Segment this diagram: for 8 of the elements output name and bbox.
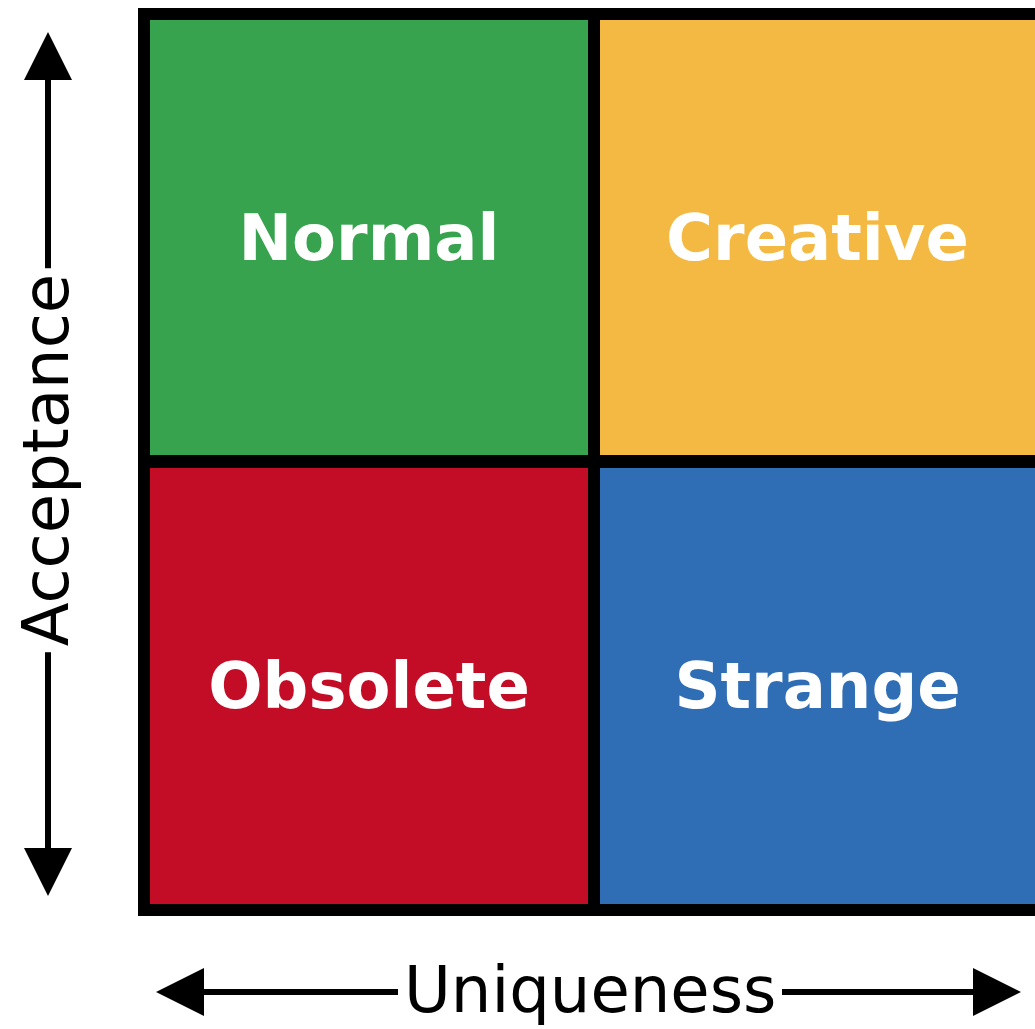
quadrant-label: Obsolete bbox=[208, 649, 530, 723]
quadrant-panel bbox=[600, 468, 1035, 904]
quadrant-label: Creative bbox=[666, 200, 969, 275]
quadrant-label: Strange bbox=[674, 649, 961, 723]
quadrant-label: Normal bbox=[238, 200, 500, 275]
quadrant-panel bbox=[600, 20, 1035, 455]
quadrant-panel bbox=[150, 468, 588, 904]
quadrant-panel bbox=[150, 20, 588, 455]
